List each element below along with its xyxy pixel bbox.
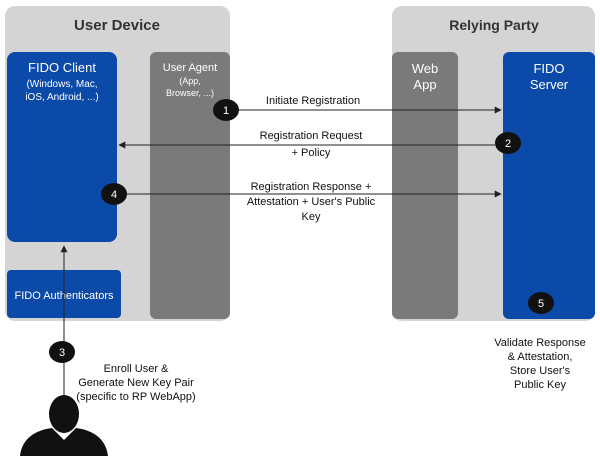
user-agent-subtitle-2: Browser, ...) bbox=[166, 88, 214, 98]
step-4-label-1: Registration Response + bbox=[251, 181, 372, 193]
web-app-box bbox=[392, 52, 458, 319]
step-2-label-1: Registration Request bbox=[260, 130, 363, 142]
step-5-label-4: Public Key bbox=[514, 379, 566, 391]
fido-server-box bbox=[503, 52, 595, 319]
svg-text:1: 1 bbox=[223, 105, 229, 117]
step-4-badge: 4 bbox=[101, 183, 127, 205]
user-agent-subtitle-1: (App, bbox=[179, 76, 201, 86]
web-app-title-2: App bbox=[413, 77, 436, 92]
step-4-label-3: Key bbox=[302, 211, 321, 223]
fido-client-box bbox=[7, 52, 117, 242]
user-agent-title: User Agent bbox=[163, 62, 217, 74]
svg-text:5: 5 bbox=[538, 298, 544, 310]
step-5-label-1: Validate Response bbox=[494, 337, 586, 349]
web-app-title-1: Web bbox=[412, 61, 439, 76]
step-5-label-3: Store User's bbox=[510, 365, 571, 377]
fido-server-title-1: FIDO bbox=[533, 61, 564, 76]
fido-server-title-2: Server bbox=[530, 77, 569, 92]
step-4-label-2: Attestation + User's Public bbox=[247, 196, 376, 208]
step-2-badge: 2 bbox=[495, 132, 521, 154]
step-5-badge: 5 bbox=[528, 292, 554, 314]
step-1-badge: 1 bbox=[213, 99, 239, 121]
step-3-label-2: Generate New Key Pair bbox=[78, 377, 194, 389]
fido-client-subtitle-2: iOS, Android, ...) bbox=[25, 92, 98, 103]
user-agent-box bbox=[150, 52, 230, 319]
svg-text:2: 2 bbox=[505, 138, 511, 150]
fido-client-subtitle-1: (Windows, Mac, bbox=[26, 79, 97, 90]
step-2-label-2: + Policy bbox=[292, 147, 331, 159]
user-silhouette-icon bbox=[20, 395, 108, 456]
relying-party-title: Relying Party bbox=[449, 17, 539, 33]
fido-client-title: FIDO Client bbox=[28, 60, 96, 75]
svg-text:3: 3 bbox=[59, 347, 65, 359]
svg-text:4: 4 bbox=[111, 189, 117, 201]
step-3-label-3: (specific to RP WebApp) bbox=[76, 391, 195, 403]
step-3-badge: 3 bbox=[49, 341, 75, 363]
step-5-label-2: & Attestation, bbox=[508, 351, 573, 363]
step-1-label: Initiate Registration bbox=[266, 95, 360, 107]
user-device-title: User Device bbox=[74, 17, 160, 34]
step-3-label-1: Enroll User & bbox=[104, 363, 169, 375]
